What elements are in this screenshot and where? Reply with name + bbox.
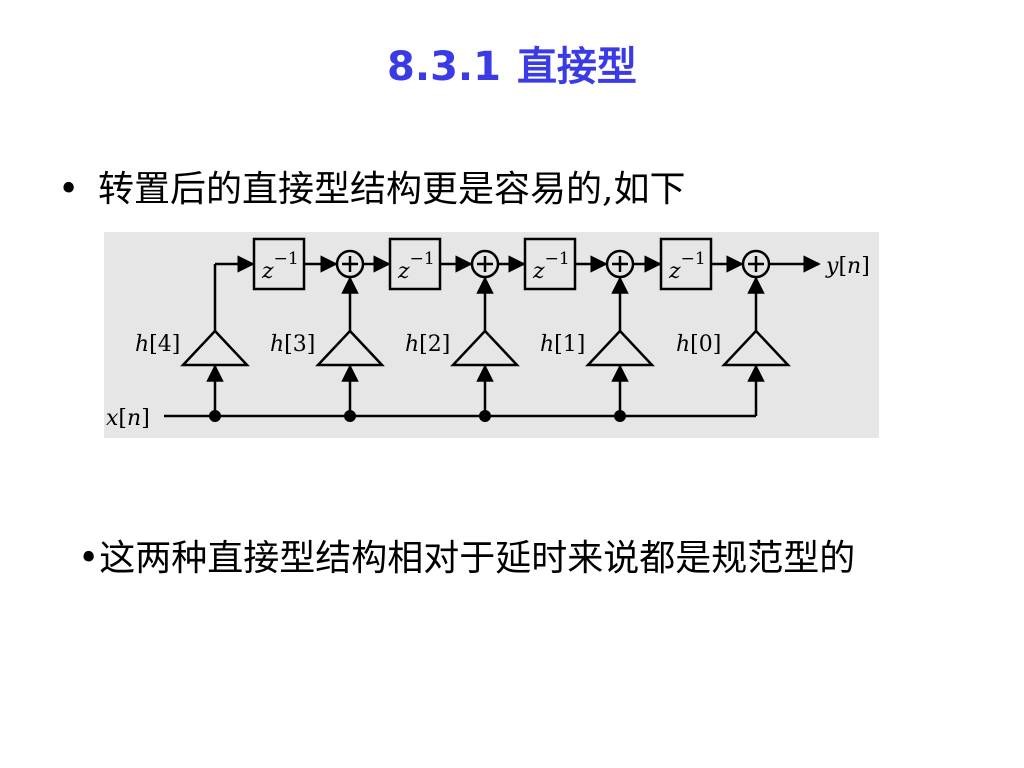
multiplier-triangle: [721, 329, 791, 367]
junction-dot: [614, 410, 626, 422]
coefficient-label: h[1]: [540, 332, 585, 357]
signal-flow-graph: x[n] h[4] h[3] h[2] h[1] h[0] z−1 z−1 z−1 z−1 y[n]: [106, 237, 870, 431]
bullet-item: • 转置后的直接型结构更是容易的,如下: [58, 160, 685, 212]
coefficient-label: h[0]: [676, 332, 721, 357]
slide-title: 8.3.1 直接型: [0, 34, 1024, 92]
coefficient-label: h[3]: [270, 332, 315, 357]
coefficient-label: h[2]: [405, 332, 450, 357]
multiplier-triangle: [585, 329, 655, 367]
note-paragraph: •这两种直接型结构相对于延时来说都是规范型的: [78, 538, 856, 579]
multiplier-triangle: [180, 329, 250, 367]
delay-block: [252, 237, 306, 291]
delay-block: [523, 237, 577, 291]
delay-block: [659, 237, 713, 291]
section-title: 直接型: [516, 44, 637, 90]
bullet-marker: •: [58, 169, 80, 210]
delay-label: z−1: [668, 249, 706, 284]
section-number: 8.3.1: [387, 44, 501, 90]
junction-dot: [479, 410, 491, 422]
junction-dot: [209, 410, 221, 422]
output-label: y[n]: [825, 254, 870, 279]
delay-block: [388, 237, 442, 291]
bullet-text: 转置后的直接型结构更是容易的,如下: [98, 169, 686, 210]
transposed-fir-diagram: x[n] h[4] h[3] h[2] h[1] h[0] z−1 z−1 z−1 z−1 y[n]: [104, 232, 879, 438]
multiplier-triangle: [315, 329, 385, 367]
delay-label: z−1: [532, 249, 570, 284]
input-label: x[n]: [106, 406, 150, 431]
delay-label: z−1: [397, 249, 435, 284]
junction-dot: [344, 410, 356, 422]
delay-label: z−1: [261, 249, 299, 284]
coefficient-label: h[4]: [135, 332, 180, 357]
multiplier-triangle: [450, 329, 520, 367]
